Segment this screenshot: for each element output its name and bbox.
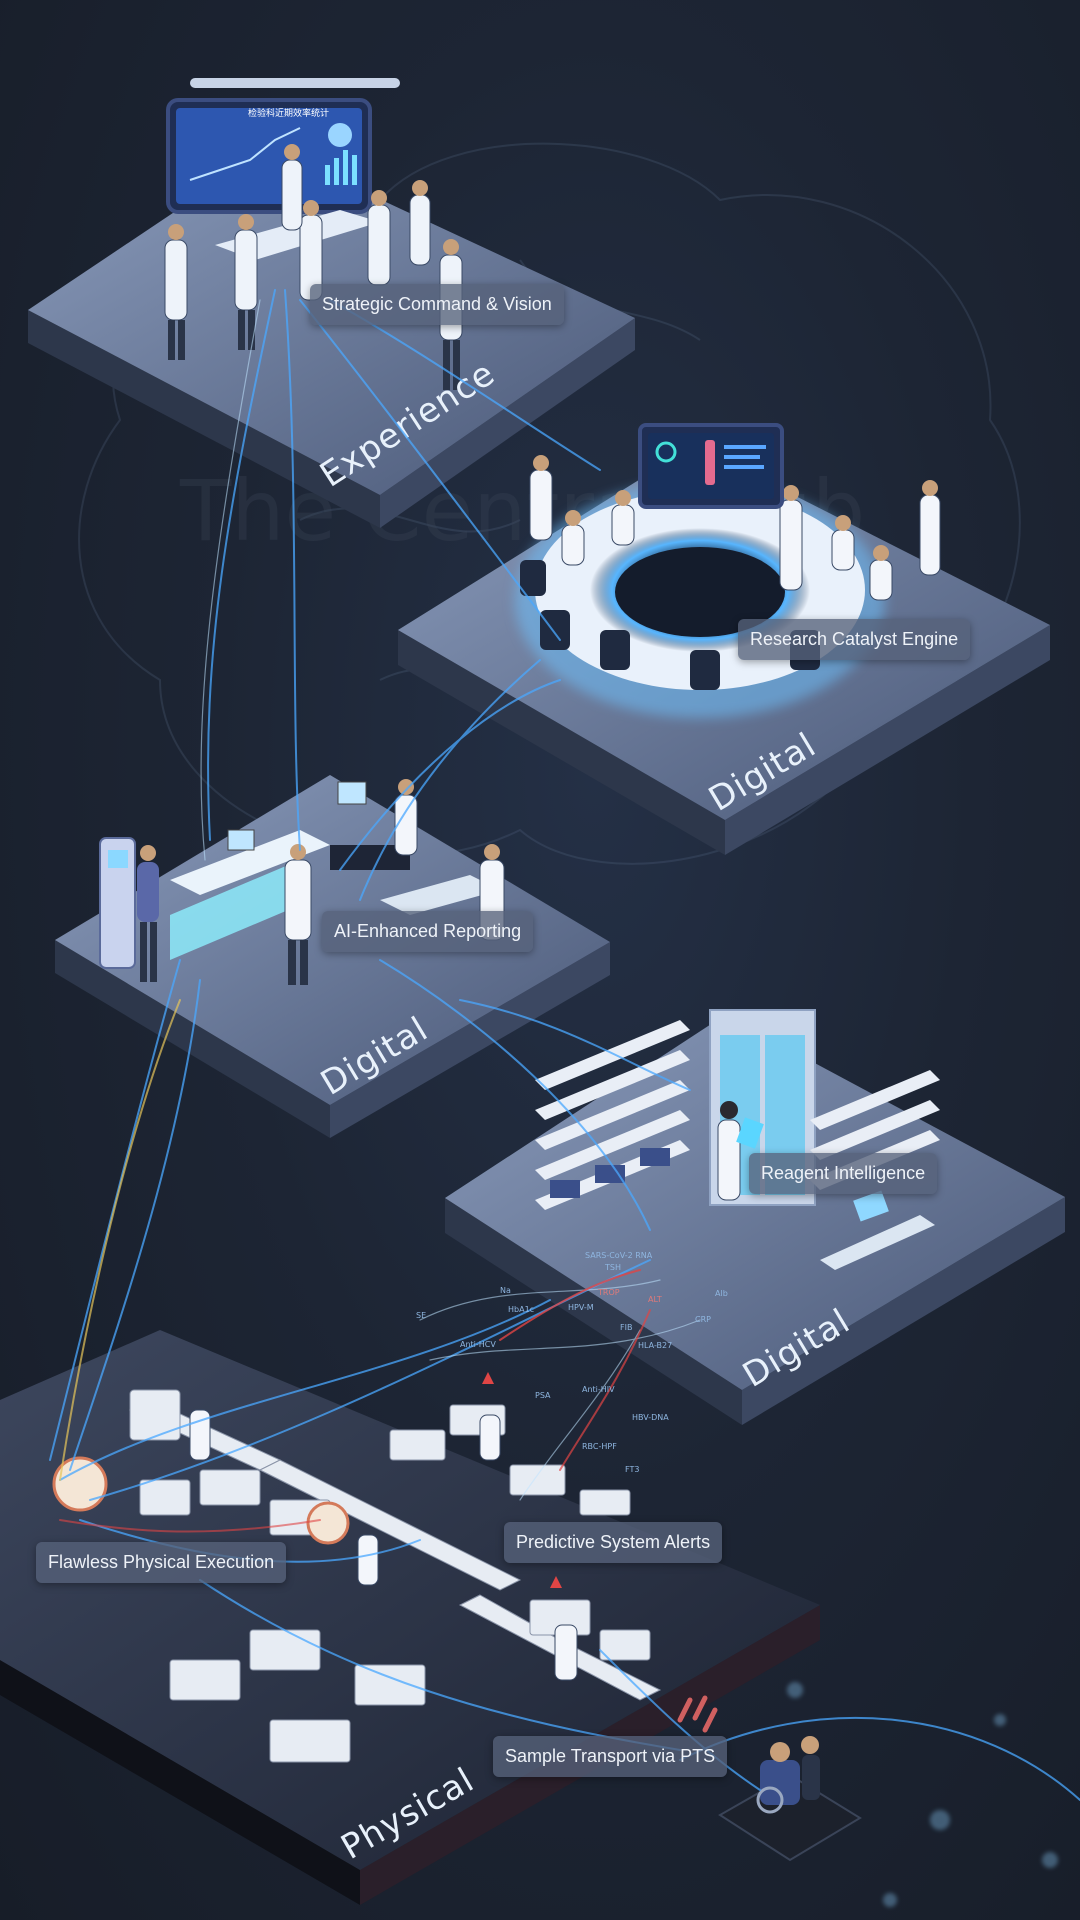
label-research-catalyst: Research Catalyst Engine <box>738 619 971 660</box>
flow-tag: SARS-CoV-2 RNA <box>585 1251 653 1260</box>
label-reagent-intelligence: Reagent Intelligence <box>749 1153 938 1194</box>
label-sample-transport: Sample Transport via PTS <box>493 1736 728 1777</box>
flow-tag: SE <box>416 1311 426 1320</box>
flow-tag: FIB <box>620 1323 632 1332</box>
flow-tag: HLA-B27 <box>638 1341 672 1350</box>
flow-tag: Anti-HIV <box>582 1385 615 1394</box>
flow-tag: HbA1c <box>508 1305 534 1314</box>
strategy-team <box>164 144 463 390</box>
pts-platform <box>677 1695 862 1862</box>
flow-tag: Na <box>500 1286 511 1295</box>
flow-tag: HBV-DNA <box>632 1413 669 1422</box>
lab-staff <box>189 1409 578 1681</box>
ambient-glow-dots <box>787 1682 1058 1907</box>
flow-tag: TSH <box>604 1263 621 1272</box>
flow-tag: RBC-HPF <box>582 1442 617 1451</box>
label-predictive-alerts: Predictive System Alerts <box>504 1522 723 1563</box>
label-ai-reporting: AI-Enhanced Reporting <box>322 911 534 952</box>
data-flow-lines <box>49 289 1080 1801</box>
status-dials <box>52 1456 350 1545</box>
flow-tag: FT3 <box>625 1465 639 1474</box>
flow-tag: Anti-HCV <box>460 1340 496 1349</box>
flow-tag: Alb <box>715 1289 728 1298</box>
flow-tag: TROP <box>597 1288 620 1297</box>
flow-tag: PSA <box>535 1391 551 1400</box>
flow-tag: HPV-M <box>568 1303 594 1312</box>
flow-tag: ALT <box>648 1295 662 1304</box>
alert-beacons <box>482 1372 562 1588</box>
flow-tags: SARS-CoV-2 RNA TSH Na HbA1c HPV-M SE Ant… <box>416 1251 728 1474</box>
board-title: 检验科近期效率统计 <box>248 107 329 119</box>
label-physical-execution: Flawless Physical Execution <box>36 1542 287 1583</box>
presentation-board: 检验科近期效率统计 <box>166 78 400 214</box>
flow-tag: CRP <box>695 1315 711 1324</box>
label-strategic-command: Strategic Command & Vision <box>310 284 564 325</box>
